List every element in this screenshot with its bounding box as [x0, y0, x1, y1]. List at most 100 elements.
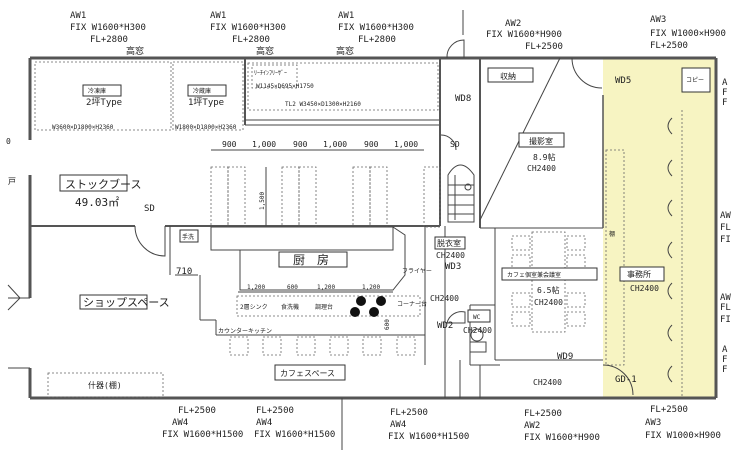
- doors: [7, 39, 634, 396]
- dim-shelf-1: 900: [222, 140, 237, 149]
- right-window-11: F: [722, 355, 727, 365]
- toilet: [467, 309, 491, 353]
- aw3-top-spec: FIX W1000×H900: [650, 29, 726, 39]
- office-highlight: [603, 58, 716, 398]
- aw1-c-spec: FIX W1600*H300: [338, 23, 414, 33]
- door-wd3: WD3: [445, 262, 461, 272]
- right-window-12: F: [722, 365, 727, 375]
- dim-shelf-3: 900: [293, 140, 308, 149]
- lower-hall-ch: CH2400: [533, 378, 562, 387]
- freezer-label-box: [82, 84, 122, 97]
- aw2-top-id: AW2: [505, 19, 521, 29]
- aw1-c-fl: FL+2800: [358, 35, 396, 45]
- door-sd-1: SD: [144, 204, 155, 214]
- studio-ch: CH2400: [527, 164, 556, 173]
- aw4-a-fl: FL+2500: [178, 406, 216, 416]
- aw2-top-fl: FL+2500: [525, 42, 563, 52]
- storage-label: 収納: [500, 71, 516, 81]
- outer-walls: [8, 56, 718, 400]
- aw2-bottom-fl: FL+2500: [524, 409, 562, 419]
- door-gd1: GD-1: [615, 375, 637, 385]
- right-window-9: FI: [720, 315, 731, 325]
- aw2-top-spec: FIX W1600*H900: [486, 30, 562, 40]
- right-window-1: A: [722, 78, 728, 88]
- office-ch: CH2400: [630, 284, 659, 293]
- freezer-label: 冷凍庫: [88, 87, 106, 95]
- dim-shelf-depth: 1,500: [259, 192, 266, 210]
- fridge-label: 冷蔵庫: [193, 87, 211, 95]
- dishwasher-label: 食洗機: [281, 303, 299, 311]
- fridge-outline: [172, 61, 244, 131]
- staircase: [447, 164, 475, 223]
- aw4-b-fl: FL+2500: [256, 406, 294, 416]
- meeting-table: [511, 110, 683, 398]
- aw3-bottom-spec: FIX W1000×H900: [645, 431, 721, 441]
- copier-label: コピー: [686, 77, 704, 84]
- copier: [681, 67, 711, 93]
- right-window-4: AW: [720, 211, 731, 221]
- right-window-6: FI: [720, 235, 731, 245]
- corner-table-label: コーナー台: [397, 300, 427, 308]
- kitchen-label: 厨 房: [293, 252, 329, 267]
- door-wd2: WD2: [437, 321, 453, 331]
- shop-space-label: ショップスペース: [83, 296, 170, 309]
- worktable-label: 調理台: [315, 303, 333, 311]
- reach-in-size: W1145×D695×H1750: [256, 83, 314, 90]
- shelf-units: [210, 149, 441, 228]
- dim-shelf-6: 1,000: [394, 140, 418, 149]
- private-room-ch: CH2400: [534, 298, 563, 307]
- right-window-2: F: [722, 88, 727, 98]
- office-shelf-label: 棚: [609, 230, 615, 238]
- aw4-c-spec: FIX W1600*H1500: [388, 432, 469, 442]
- right-window-7: AW: [720, 293, 731, 303]
- office-chairs: [667, 117, 673, 383]
- dim-kitchen-4: 1,200: [362, 284, 380, 291]
- aw1-c-id: AW1: [338, 11, 354, 21]
- office-label-box: [619, 266, 665, 282]
- aw1-b-fl: FL+2800: [232, 35, 270, 45]
- right-window-8: FL: [720, 303, 731, 313]
- office-label: 事務所: [627, 269, 651, 279]
- studio-label-box: [518, 132, 565, 148]
- door-wd8: WD8: [455, 94, 471, 104]
- aw4-b-id: AW4: [256, 418, 272, 428]
- interior-walls: [30, 57, 604, 398]
- hall-ch: CH2400: [430, 294, 459, 303]
- aw1-b-note: 高窓: [256, 45, 274, 57]
- freezer-size: W3600×D1800×H2360: [52, 124, 114, 131]
- aw3-top-fl: FL+2500: [650, 41, 688, 51]
- studio-label: 撮影室: [529, 136, 553, 146]
- fryer-label: フライヤー: [402, 268, 432, 275]
- aw4-b-spec: FIX W1600*H1500: [254, 430, 335, 440]
- dim-kitchen-2: 600: [287, 284, 298, 291]
- door-sd-2: SD: [450, 140, 460, 149]
- aw3-bottom-fl: FL+2500: [650, 405, 688, 415]
- aw1-b-spec: FIX W1600*H300: [210, 23, 286, 33]
- fridge-type: 1坪Type: [188, 97, 224, 108]
- private-room-label-box: [501, 267, 598, 281]
- sink-label: 2層シンク: [240, 304, 268, 311]
- freezer-type: 2坪Type: [86, 97, 122, 108]
- dressing-label-box: [434, 236, 466, 250]
- kitchen-layout: [47, 174, 426, 398]
- aw2-bottom-spec: FIX W1600*H900: [524, 433, 600, 443]
- stock-booth-label: ストックブース: [65, 177, 141, 191]
- aw1-a-note: 高窓: [126, 45, 144, 57]
- aw4-a-spec: FIX W1600*H1500: [162, 430, 243, 440]
- tl2-label: TL2 W3450×D1300×H2160: [285, 101, 361, 108]
- studio-size: 8.9帖: [533, 152, 555, 162]
- private-room-label: カフェ個室兼会議室: [507, 271, 561, 279]
- aw1-a-spec: FIX W1600*H300: [70, 23, 146, 33]
- cafe-space-label: カフェスペース: [280, 369, 335, 378]
- aw4-c-fl: FL+2500: [390, 408, 428, 418]
- dressing-ch: CH2400: [436, 251, 465, 260]
- fixture-label: 什器(棚): [88, 380, 122, 390]
- aw4-c-id: AW4: [390, 420, 406, 430]
- dim-shelf-2: 1,000: [252, 140, 276, 149]
- door-left-label: 戸: [8, 177, 16, 186]
- wc-ch: CH2400: [463, 326, 492, 335]
- dim-shelf-5: 900: [364, 140, 379, 149]
- right-window-10: A: [722, 345, 728, 355]
- wc-label: WC: [473, 314, 481, 321]
